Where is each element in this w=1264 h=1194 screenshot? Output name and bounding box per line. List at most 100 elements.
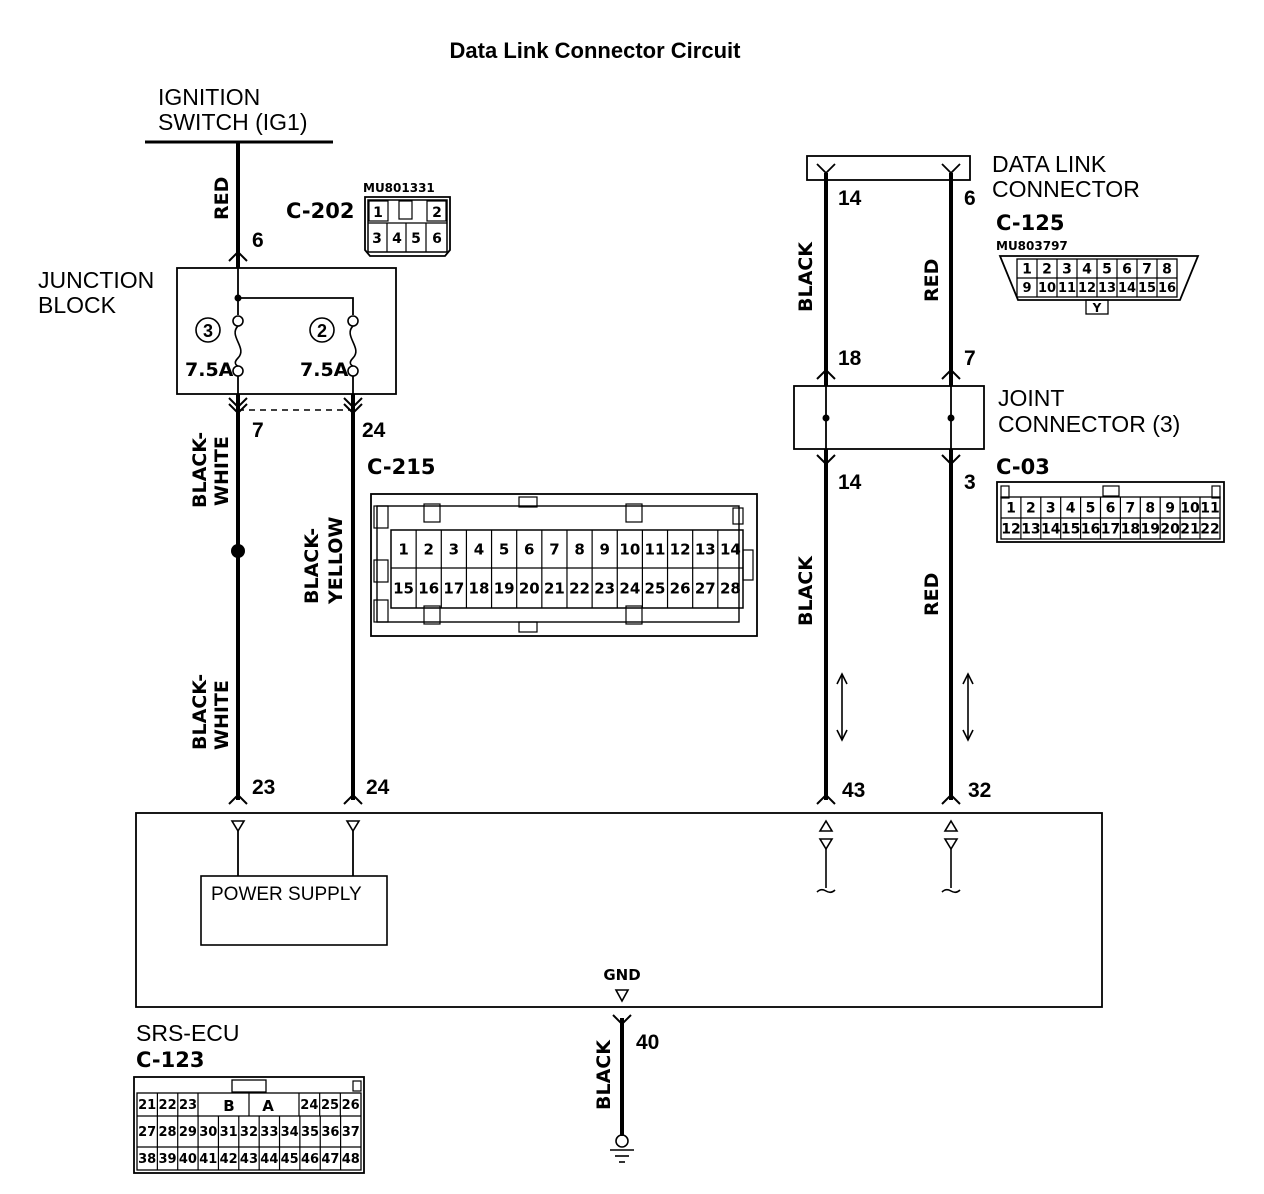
wire-label-red-dl-top: RED [921, 259, 943, 302]
c215-pin-22: 22 [569, 579, 590, 597]
c03-pin-20: 20 [1160, 522, 1180, 538]
c215-pin-15: 15 [393, 579, 414, 597]
wire-label-gnd-black: BLACK [593, 1039, 615, 1110]
c125-pin-5: 5 [1102, 262, 1112, 278]
srs-ecu: POWER SUPPLY GND SRS-ECU [135, 812, 1103, 1046]
c123-pin-22: 22 [159, 1098, 177, 1113]
c125-pin-7: 7 [1142, 262, 1152, 278]
diagram-title: Data Link Connector Circuit [450, 38, 742, 63]
c125-pin-1: 1 [1022, 262, 1032, 278]
c215-pin-16: 16 [418, 579, 439, 597]
c215-pin-4: 4 [474, 540, 484, 558]
fuse-left-number: 3 [203, 321, 213, 341]
connector-c123-id: C-123 [136, 1048, 204, 1072]
c215-pin-2: 2 [423, 540, 433, 558]
c125-pin-16: 16 [1158, 281, 1176, 296]
ignition-label-line2: SWITCH (IG1) [158, 109, 308, 135]
c123-pin-47: 47 [321, 1152, 339, 1167]
bidirectional-arrow-icon [836, 672, 848, 742]
srs-ecu-label: SRS-ECU [136, 1020, 240, 1046]
c03-pin-22: 22 [1200, 522, 1219, 538]
c215-pin-23: 23 [594, 579, 615, 597]
c125-pin-15: 15 [1138, 281, 1156, 296]
c03-pin-14: 14 [1041, 522, 1061, 538]
c123-slot-B: B [223, 1097, 234, 1115]
c215-pin-6: 6 [524, 540, 534, 558]
c123-pin-21: 21 [138, 1098, 156, 1113]
c215-pin-1: 1 [398, 540, 408, 558]
wire-label-black-dl-top: BLACK [795, 241, 817, 312]
c123-pin-35: 35 [301, 1125, 319, 1140]
c125-pin-9: 9 [1022, 281, 1031, 296]
power-supply-label: POWER SUPPLY [211, 884, 362, 905]
c123-pin-30: 30 [199, 1125, 217, 1140]
c123-pin-44: 44 [260, 1152, 278, 1167]
fuse-right-rating: 7.5A [300, 359, 349, 381]
c03-pin-4: 4 [1066, 501, 1076, 517]
c202-pin-1: 1 [373, 205, 383, 221]
c202-pin-4: 4 [392, 231, 402, 247]
c202-pin-6: 6 [432, 231, 442, 247]
c03-pin-10: 10 [1180, 501, 1200, 517]
junction-block: JUNCTION BLOCK 3 2 7.5A 7.5A [38, 267, 397, 395]
c215-pin-28: 28 [720, 579, 741, 597]
c123-pin-37: 37 [342, 1125, 360, 1140]
c03-pin-21: 21 [1180, 522, 1199, 538]
c125-pin-14: 14 [1118, 281, 1136, 296]
c123-pin-36: 36 [321, 1125, 339, 1140]
c03-pin-2: 2 [1026, 501, 1036, 517]
pin-ign-6: 6 [252, 229, 264, 252]
junction-label-line2: BLOCK [38, 292, 117, 318]
connector-c125-id: C-125 [996, 211, 1064, 235]
pin-jc-18: 18 [838, 347, 862, 370]
wire-label-bw1-b: WHITE [211, 436, 233, 506]
pin-jc-out-14: 14 [838, 471, 862, 494]
wire-label-bw1-a: BLACK- [189, 432, 211, 508]
c03-pin-13: 13 [1021, 522, 1040, 538]
c123-pin-29: 29 [179, 1125, 197, 1140]
connector-c03-id: C-03 [996, 455, 1050, 479]
fuse-left-rating: 7.5A [185, 359, 234, 381]
c03-pin-19: 19 [1141, 522, 1160, 538]
c03-pin-5: 5 [1086, 501, 1096, 517]
dlc-label-line2: CONNECTOR [992, 176, 1140, 202]
connector-c125-part: MU803797 [996, 239, 1068, 253]
c123-pin-48: 48 [342, 1152, 360, 1167]
c03-pin-17: 17 [1101, 522, 1120, 538]
c215-pin-3: 3 [449, 540, 459, 558]
c123-pin-42: 42 [220, 1152, 238, 1167]
c123-pin-27: 27 [138, 1125, 156, 1140]
gnd-label: GND [603, 966, 640, 984]
c123-pin-45: 45 [281, 1152, 299, 1167]
connector-c202: C-202 MU801331 1 2 3 4 5 6 [286, 181, 451, 257]
c03-pin-16: 16 [1081, 522, 1100, 538]
c202-pin-3: 3 [372, 231, 382, 247]
connector-c202-id: C-202 [286, 199, 354, 223]
c215-pin-9: 9 [599, 540, 609, 558]
c03-pin-11: 11 [1200, 501, 1219, 517]
connector-c202-part: MU801331 [363, 181, 435, 195]
c215-pin-5: 5 [499, 540, 509, 558]
wire-label-black-dl-bot: BLACK [795, 555, 817, 626]
c123-pin-32: 32 [240, 1125, 258, 1140]
pin-gnd-40: 40 [636, 1031, 659, 1054]
c03-pin-12: 12 [1001, 522, 1020, 538]
c215-pin-19: 19 [494, 579, 515, 597]
power-supply-box [200, 875, 388, 946]
pin-ecu-23: 23 [252, 776, 275, 799]
c125-pin-10: 10 [1038, 281, 1056, 296]
c03-pin-1: 1 [1006, 501, 1016, 517]
c03-pin-15: 15 [1061, 522, 1080, 538]
joint-label-line2: CONNECTOR (3) [998, 411, 1180, 437]
c125-pin-4: 4 [1082, 262, 1092, 278]
c215-pin-11: 11 [645, 540, 666, 558]
wire-label-by-b: YELLOW [325, 517, 347, 605]
junction-label-line1: JUNCTION [38, 267, 154, 293]
c123-pin-41: 41 [199, 1152, 217, 1167]
pin-jb-7: 7 [252, 419, 264, 442]
c123-pin-31: 31 [220, 1125, 238, 1140]
